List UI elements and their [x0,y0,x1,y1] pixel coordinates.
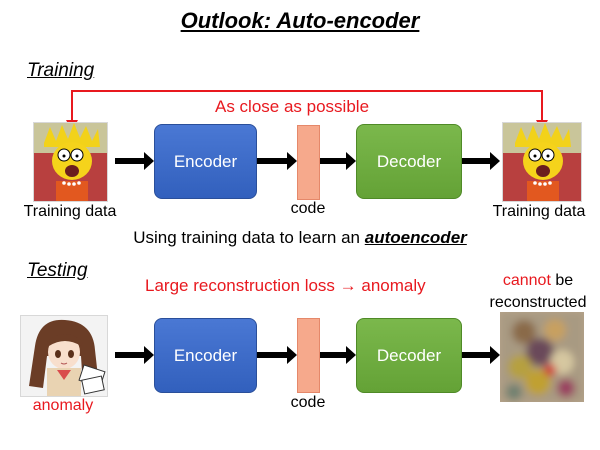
training-decoder-block: Decoder [356,124,462,199]
training-caption-text: Using training data to learn an [133,228,365,247]
testing-output-image [500,312,584,402]
testing-code-bar [297,318,320,393]
arrow-icon [115,152,154,170]
cannot-text: cannot [502,272,551,289]
arrow-icon [319,152,356,170]
lisa-icon [503,123,581,201]
be-text: be [550,272,574,289]
training-input-label: Training data [23,203,117,220]
arrow-icon [319,346,356,364]
testing-encoder-block: Encoder [154,318,257,393]
anime-girl-icon [21,316,107,396]
training-encoder-block: Encoder [154,124,257,199]
slide-title: Outlook: Auto-encoder [180,8,420,33]
testing-output-note: cannot be reconstructed [478,270,598,314]
arrow-icon [255,152,297,170]
reconstructed-text: reconstructed [489,294,587,311]
blurry-reconstruction-icon [500,312,584,402]
testing-heading: Testing [27,260,88,281]
training-heading: Training [27,60,95,81]
arrow-icon [255,346,297,364]
arrow-icon [460,152,500,170]
training-caption-emphasis: autoencoder [364,228,467,247]
training-code-bar [297,125,320,200]
testing-input-image [20,315,108,397]
training-output-image [502,122,582,202]
testing-loss-label: Large reconstruction loss → anomaly [145,276,426,295]
training-code-label: code [290,200,326,217]
testing-code-label: code [290,394,326,411]
training-caption: Using training data to learn an autoenco… [0,228,600,248]
training-input-image [33,122,108,202]
testing-input-label: anomaly [32,397,94,414]
arrow-icon [115,346,154,364]
feedback-label: As close as possible [215,97,370,116]
arrow-icon [460,346,500,364]
lisa-icon [34,123,107,201]
training-output-label: Training data [492,203,586,220]
testing-decoder-block: Decoder [356,318,462,393]
